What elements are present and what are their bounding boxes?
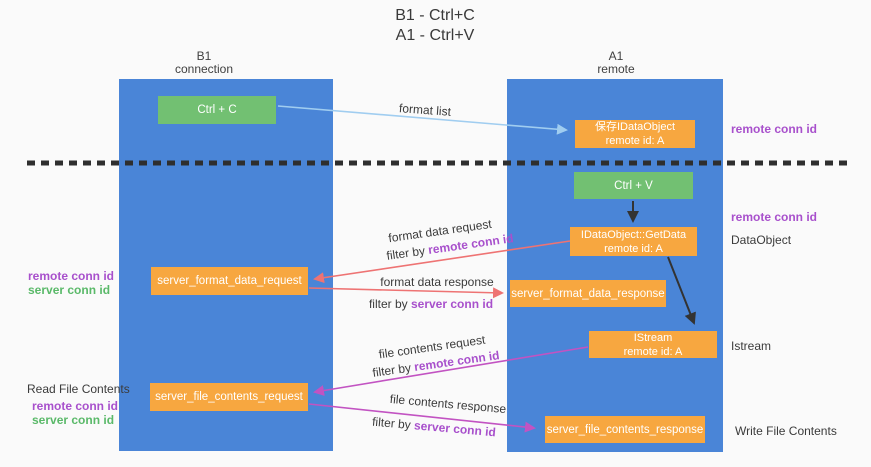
- remote-conn-id-annotation-mid: remote conn id: [731, 210, 818, 224]
- filter-by-text: filter by: [385, 243, 430, 263]
- lane-a1-subtitle: remote: [597, 62, 635, 76]
- server-format-data-request-label: server_format_data_request: [157, 275, 302, 287]
- lane-header-a1: A1 remote: [556, 50, 676, 76]
- server-conn-id-text: server conn id: [413, 418, 497, 440]
- filter-by-text: filter by: [371, 360, 416, 380]
- server-format-data-response-label: server_format_data_response: [511, 287, 665, 300]
- getdata-line2: remote id: A: [604, 242, 663, 255]
- write-file-contents-annotation: Write File Contents: [735, 424, 837, 438]
- title-line-1: B1 - Ctrl+C: [395, 7, 475, 24]
- server-format-data-request-node: server_format_data_request: [151, 267, 308, 295]
- lane-a1-title: A1: [608, 49, 624, 63]
- server-conn-id-text: server conn id: [410, 297, 494, 311]
- save-idataobject-line2: remote id: A: [605, 135, 665, 147]
- istream-line2: remote id: A: [623, 345, 683, 358]
- filter-by-text: filter by: [368, 297, 411, 311]
- getdata-line1: IDataObject::GetData: [580, 228, 687, 241]
- remote-conn-id-annotation-left2: remote conn id: [32, 399, 119, 413]
- diagram-title: B1 - Ctrl+C A1 - Ctrl+V: [340, 6, 530, 46]
- server-conn-id-annotation-left1: server conn id: [28, 283, 111, 297]
- format-list-label: format list: [398, 101, 452, 119]
- server-file-contents-response-label: server_file_contents_response: [546, 423, 704, 436]
- remote-conn-id-annotation-top: remote conn id: [731, 122, 818, 136]
- server-file-contents-response-node: server_file_contents_response: [545, 416, 705, 443]
- istream-annotation: Istream: [731, 339, 772, 353]
- dataobject-annotation: DataObject: [731, 233, 792, 247]
- idataobject-getdata-node: IDataObject::GetData remote id: A: [570, 227, 697, 256]
- ctrl-v-node: Ctrl + V: [574, 172, 693, 199]
- read-file-contents-annotation: Read File Contents: [27, 382, 130, 396]
- remote-conn-id-annotation-left1: remote conn id: [28, 269, 115, 283]
- format-data-response-filter-label: filter by server conn id: [369, 297, 493, 311]
- server-file-contents-request-node: server_file_contents_request: [150, 383, 308, 411]
- ctrl-c-node: Ctrl + C: [158, 96, 276, 124]
- file-contents-response-label: file contents response: [389, 391, 507, 417]
- file-contents-response-filter-label: filter by server conn id: [372, 415, 497, 440]
- filter-by-text: filter by: [371, 414, 415, 433]
- ctrl-v-label: Ctrl + V: [614, 179, 653, 192]
- save-idataobject-line1: 保存IDataObject: [594, 121, 676, 133]
- lane-b1-subtitle: connection: [174, 62, 234, 76]
- ctrl-c-label: Ctrl + C: [197, 104, 237, 116]
- server-format-data-response-node: server_format_data_response: [510, 280, 666, 307]
- istream-node: IStream remote id: A: [589, 331, 717, 358]
- istream-line1: IStream: [633, 331, 673, 344]
- title-line-2: A1 - Ctrl+V: [395, 27, 475, 44]
- lane-header-b1: B1 connection: [144, 50, 264, 76]
- lane-b1-title: B1: [196, 49, 212, 63]
- server-file-contents-request-label: server_file_contents_request: [155, 391, 303, 403]
- format-data-response-label: format data response: [380, 275, 494, 289]
- server-conn-id-annotation-left2: server conn id: [32, 413, 115, 427]
- save-idataobject-node: 保存IDataObject remote id: A: [575, 120, 695, 148]
